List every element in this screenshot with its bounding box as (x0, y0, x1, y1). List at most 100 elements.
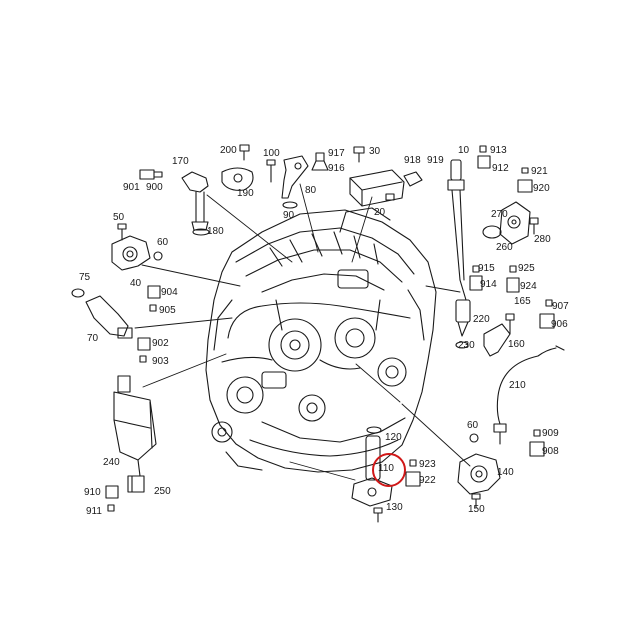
part-70 (85, 295, 133, 339)
part-918 (403, 171, 423, 187)
part-10 (447, 159, 467, 301)
part-90 (282, 201, 298, 209)
part-924 (506, 265, 520, 293)
part-60 (153, 251, 163, 261)
label-140: 140 (497, 467, 514, 478)
part-270 (482, 225, 502, 239)
label-909: 909 (542, 428, 559, 439)
label-916: 916 (328, 163, 345, 174)
part-910 (105, 485, 119, 512)
part-908 (529, 429, 545, 457)
part-912 (477, 145, 491, 169)
label-280: 280 (534, 234, 551, 245)
label-908: 908 (542, 446, 559, 457)
label-60: 60 (157, 237, 169, 248)
label-902: 902 (152, 338, 169, 349)
part-920 (517, 167, 533, 193)
part-50 (117, 223, 127, 241)
part-250 (127, 475, 145, 493)
label-913: 913 (490, 145, 507, 156)
label-120: 120 (385, 432, 402, 443)
label-903: 903 (152, 356, 169, 367)
label-170: 170 (172, 156, 189, 167)
part-30 (353, 146, 365, 163)
label-924: 924 (520, 281, 537, 292)
label-75: 75 (79, 272, 91, 283)
label-921: 921 (531, 166, 548, 177)
label-240: 240 (103, 457, 120, 468)
label-130: 130 (386, 502, 403, 513)
label-150: 150 (468, 504, 485, 515)
highlight-ring-110 (372, 453, 406, 487)
part-160 (483, 323, 511, 357)
label-911: 911 (86, 506, 102, 517)
part-260 (499, 201, 531, 245)
label-110: 110 (378, 463, 394, 474)
label-90: 90 (283, 210, 295, 221)
label-923: 923 (419, 459, 436, 470)
label-60-lower: 60 (467, 420, 479, 431)
label-80: 80 (305, 185, 317, 196)
label-160: 160 (508, 339, 525, 350)
label-190: 190 (237, 188, 254, 199)
part-120 (366, 426, 382, 434)
part-904 (147, 285, 161, 312)
part-906 (539, 299, 555, 329)
label-901: 901 (123, 182, 140, 193)
part-140 (457, 453, 501, 495)
label-40: 40 (130, 278, 142, 289)
label-905: 905 (159, 305, 176, 316)
part-130 (373, 507, 383, 523)
part-170 (181, 171, 209, 231)
part-80 (281, 155, 309, 199)
part-922 (405, 459, 421, 487)
label-922: 922 (419, 475, 436, 486)
label-906: 906 (551, 319, 568, 330)
label-260: 260 (496, 242, 513, 253)
part-230 (455, 341, 469, 349)
label-180: 180 (207, 226, 224, 237)
part-914 (469, 265, 483, 291)
leader-lines (134, 183, 471, 481)
part-100 (266, 159, 276, 183)
label-914: 914 (480, 279, 497, 290)
label-910: 910 (84, 487, 101, 498)
label-270: 270 (491, 209, 508, 220)
label-210: 210 (509, 380, 526, 391)
label-907: 907 (552, 301, 569, 312)
part-190 (221, 167, 254, 191)
label-912: 912 (492, 163, 509, 174)
part-60-lower (469, 433, 479, 443)
part-240 (113, 375, 157, 477)
label-10: 10 (458, 145, 470, 156)
part-900 (139, 169, 163, 180)
part-20 (349, 169, 405, 207)
label-230: 230 (458, 340, 475, 351)
label-915: 915 (478, 263, 495, 274)
engine-block (205, 207, 437, 473)
label-925: 925 (518, 263, 535, 274)
label-100: 100 (263, 148, 280, 159)
part-210 (493, 345, 565, 445)
label-220: 220 (473, 314, 490, 325)
label-70: 70 (87, 333, 99, 344)
part-200 (239, 144, 250, 161)
part-75 (71, 288, 85, 298)
part-165 (505, 313, 515, 335)
part-150 (471, 493, 481, 509)
part-280 (529, 217, 539, 235)
label-920: 920 (533, 183, 550, 194)
part-916 (311, 152, 329, 171)
label-919: 919 (427, 155, 444, 166)
part-902 (137, 337, 151, 363)
part-180 (192, 228, 210, 236)
label-20: 20 (374, 207, 386, 218)
label-918: 918 (404, 155, 421, 166)
part-40 (111, 235, 151, 271)
label-917: 917 (328, 148, 345, 159)
label-900: 900 (146, 182, 163, 193)
label-30: 30 (369, 146, 381, 157)
label-904: 904 (161, 287, 178, 298)
